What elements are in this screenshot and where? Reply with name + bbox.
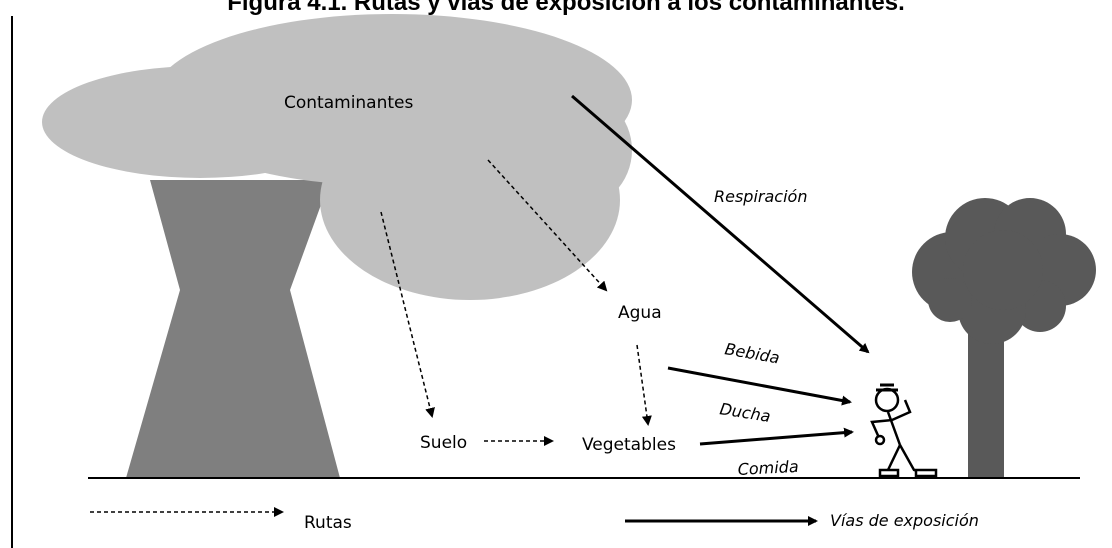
label-drinking: Bebida [723,339,781,367]
label-soil: Suelo [420,433,467,453]
person-figure [872,385,936,476]
label-vegetables: Vegetables [582,435,676,455]
figure-title: Figura 4.1. Rutas y vías de exposición a… [227,0,905,16]
legend: Rutas Vías de exposición [90,511,979,533]
label-food: Comida [737,457,799,479]
drinking-arrow [668,368,850,402]
legend-routes-label: Rutas [304,513,352,533]
label-shower: Ducha [718,399,772,426]
tree [912,198,1096,478]
legend-exposure-label: Vías de exposición [830,511,979,530]
food-arrow [700,432,852,444]
label-breathing: Respiración [714,187,807,206]
water-to-vegetables-arrow [637,345,648,424]
label-water: Agua [618,303,662,323]
cooling-tower [126,180,340,478]
pollution-cloud [42,14,632,300]
label-pollutants: Contaminantes [284,93,414,113]
breathing-arrow [572,96,868,352]
